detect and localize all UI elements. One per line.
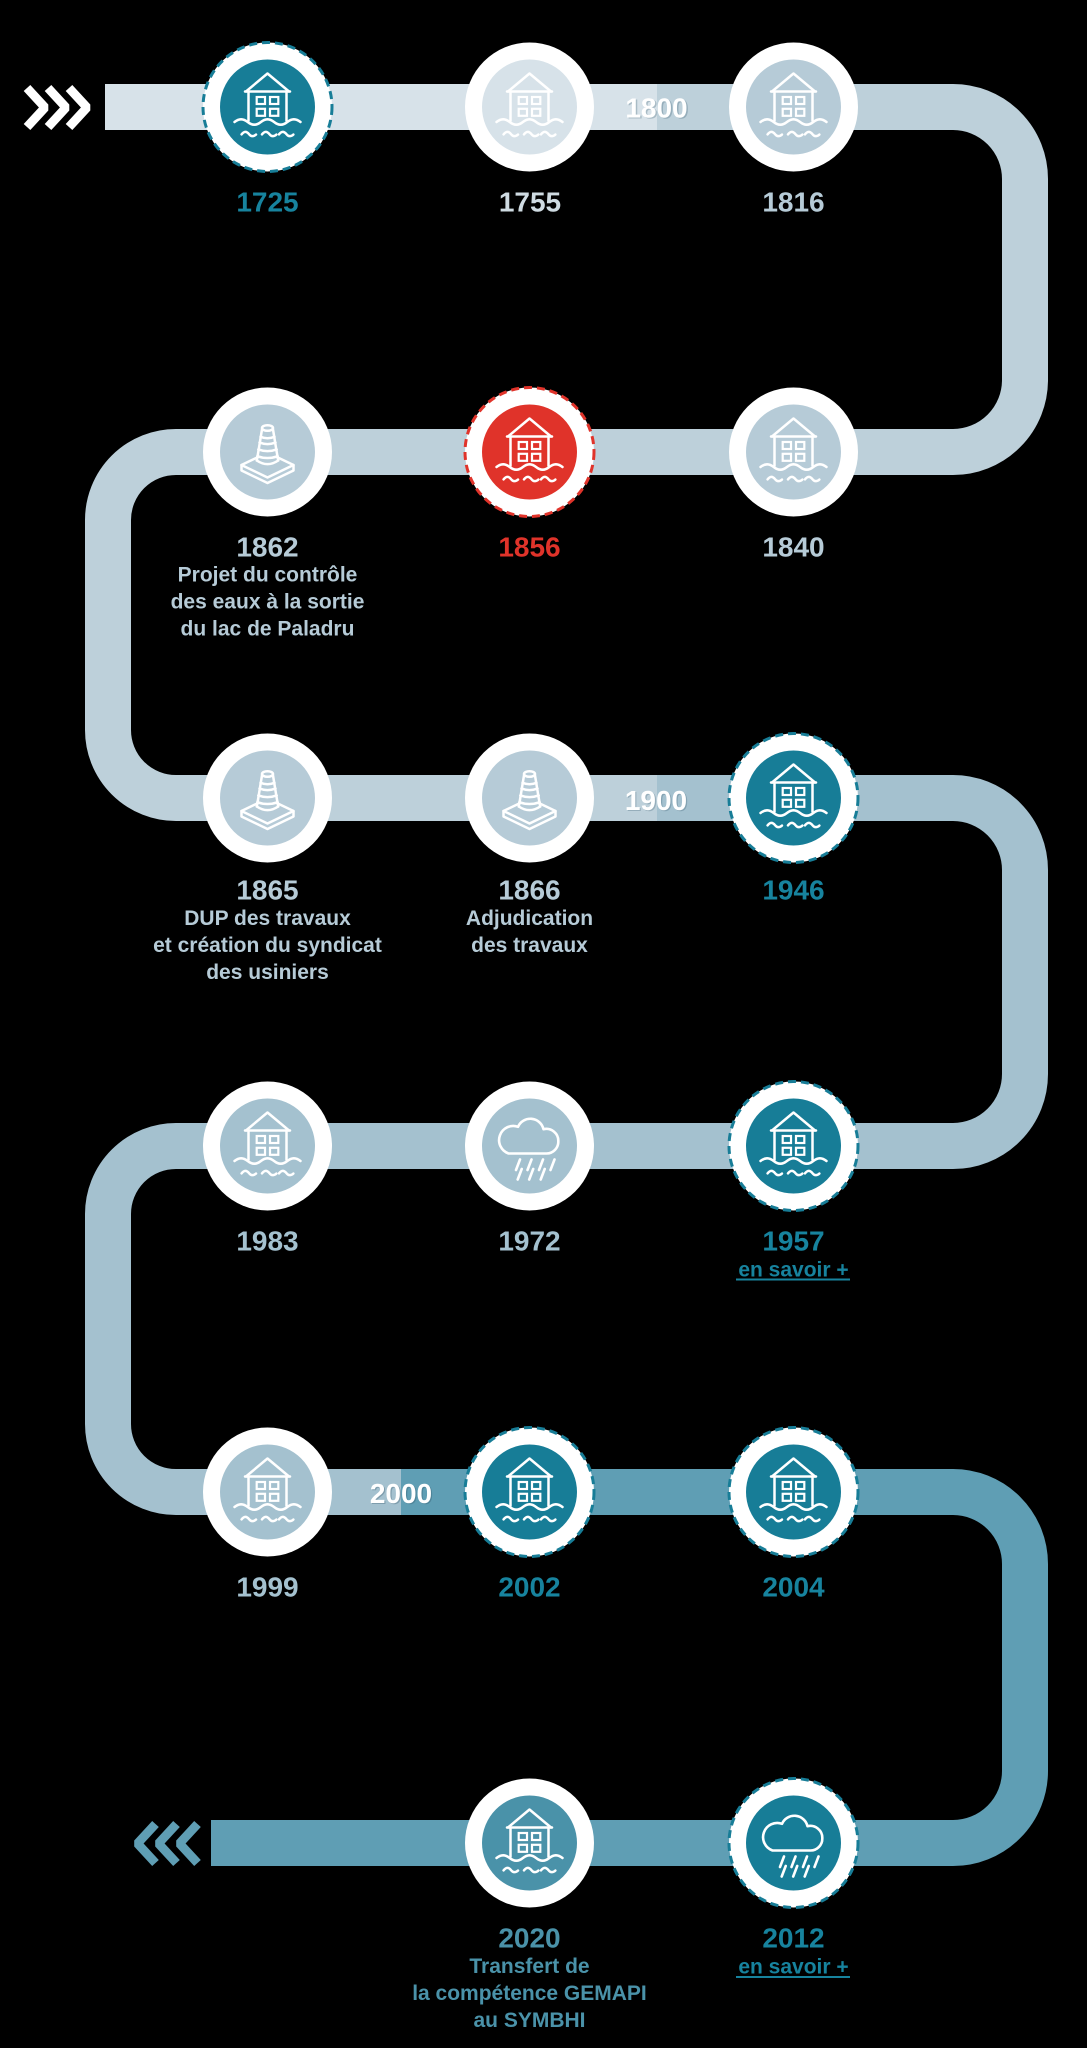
svg-text:1800: 1800 <box>625 93 687 124</box>
svg-text:1983: 1983 <box>236 1226 298 1257</box>
svg-text:2000: 2000 <box>370 1478 432 1509</box>
svg-text:2020: 2020 <box>498 1923 560 1954</box>
svg-text:des travaux: des travaux <box>471 934 588 957</box>
svg-text:1840: 1840 <box>762 532 824 563</box>
svg-text:1865: 1865 <box>236 875 298 906</box>
svg-text:DUP des travaux: DUP des travaux <box>184 907 351 930</box>
svg-text:1866: 1866 <box>498 875 560 906</box>
svg-text:1816: 1816 <box>762 187 824 218</box>
svg-text:la compétence GEMAPI: la compétence GEMAPI <box>412 1982 647 2005</box>
svg-text:des eaux à la sortie: des eaux à la sortie <box>171 591 365 614</box>
svg-text:1900: 1900 <box>626 786 688 817</box>
svg-text:2004: 2004 <box>762 1572 825 1603</box>
svg-text:1900: 1900 <box>625 785 687 816</box>
svg-text:Adjudication: Adjudication <box>466 907 593 930</box>
svg-text:1999: 1999 <box>236 1572 298 1603</box>
svg-text:1972: 1972 <box>498 1226 560 1257</box>
svg-text:1856: 1856 <box>498 532 560 563</box>
svg-text:Transfert de: Transfert de <box>469 1955 589 1978</box>
svg-text:1862: 1862 <box>236 532 298 563</box>
svg-text:Projet du contrôle: Projet du contrôle <box>178 564 358 587</box>
svg-text:en savoir +: en savoir + <box>738 1259 848 1282</box>
svg-text:2002: 2002 <box>498 1572 560 1603</box>
svg-text:au SYMBHI: au SYMBHI <box>473 2009 585 2032</box>
svg-text:du lac de Paladru: du lac de Paladru <box>181 618 355 641</box>
svg-text:1800: 1800 <box>627 94 689 125</box>
svg-text:en savoir +: en savoir + <box>738 1956 848 1979</box>
svg-text:et création du syndicat: et création du syndicat <box>153 934 382 957</box>
svg-text:1725: 1725 <box>236 187 298 218</box>
svg-text:1755: 1755 <box>499 187 561 218</box>
svg-text:1957: 1957 <box>762 1226 824 1257</box>
svg-text:1946: 1946 <box>762 875 824 906</box>
svg-text:des usiniers: des usiniers <box>206 961 329 984</box>
svg-text:2012: 2012 <box>762 1923 824 1954</box>
svg-text:2000: 2000 <box>371 1479 433 1510</box>
